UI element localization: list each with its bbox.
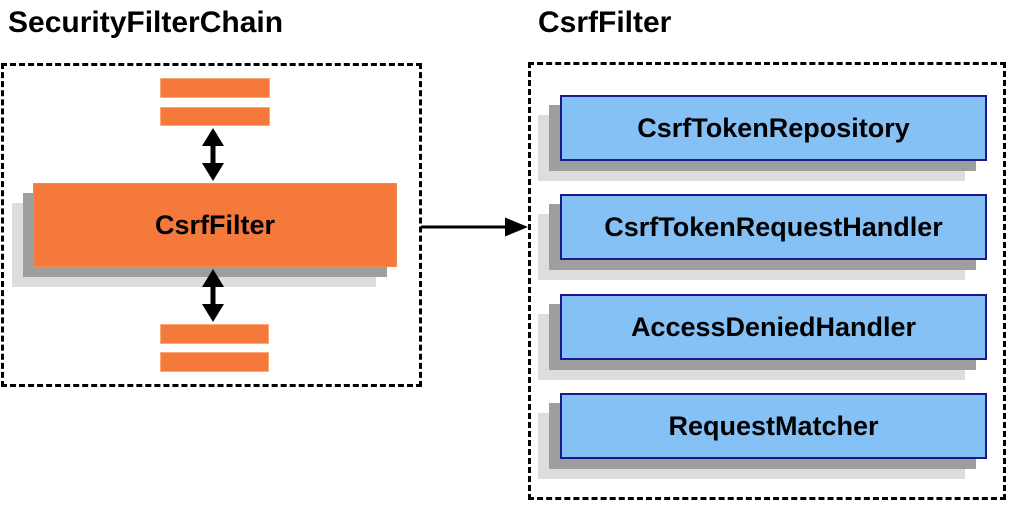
component-label: AccessDeniedHandler [630, 311, 917, 342]
double-arrow-icon [202, 128, 224, 181]
right-arrow-icon [421, 217, 528, 237]
left-panel-title: SecurityFilterChain [8, 6, 284, 39]
filter-placeholder-bar [160, 78, 270, 98]
csrf-filter-container [528, 62, 1006, 500]
double-arrow-icon [202, 269, 224, 322]
filter-placeholder-bar [160, 352, 269, 372]
csrf-filter-label: CsrfFilter [154, 209, 276, 240]
component-box-request-matcher: RequestMatcher [560, 393, 987, 459]
component-box-access-denied-handler: AccessDeniedHandler [560, 294, 987, 360]
component-label: RequestMatcher [668, 410, 879, 441]
component-label: CsrfTokenRequestHandler [604, 211, 943, 242]
filter-placeholder-bar [160, 324, 269, 344]
component-label: CsrfTokenRepository [637, 112, 910, 143]
right-panel-title: CsrfFilter [538, 6, 672, 39]
security-filter-chain-container [1, 63, 422, 387]
filter-placeholder-bar [160, 107, 270, 126]
component-box-csrf-token-request-handler: CsrfTokenRequestHandler [560, 194, 987, 260]
component-box-csrf-token-repository: CsrfTokenRepository [560, 95, 987, 161]
csrf-filter-box: CsrfFilter [33, 183, 397, 267]
